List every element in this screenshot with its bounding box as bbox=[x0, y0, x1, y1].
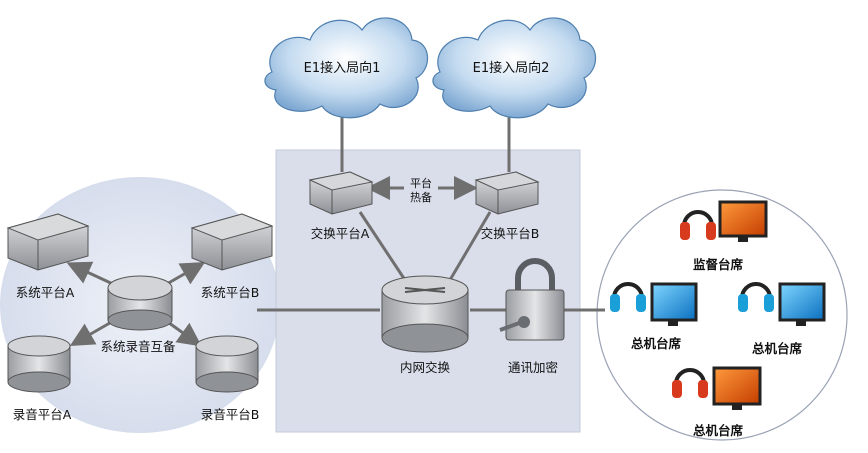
console-bottom-label: 总机台席 bbox=[693, 423, 744, 438]
record-b-label: 录音平台B bbox=[201, 407, 260, 422]
switch-platform-a-icon bbox=[308, 171, 374, 215]
cloud-label-2: E1接入局向2 bbox=[473, 60, 550, 76]
lock-icon bbox=[499, 258, 565, 341]
intranet-label: 内网交换 bbox=[400, 360, 451, 375]
recording-backup-label: 系统录音互备 bbox=[100, 339, 176, 354]
intranet-switch-icon bbox=[381, 275, 469, 353]
supervisor-label: 监督台席 bbox=[693, 257, 744, 272]
switch-platform-b-icon bbox=[474, 171, 540, 215]
platform-a-switch-icon bbox=[6, 213, 90, 271]
hotbackup-label-1: 平台 bbox=[410, 176, 432, 190]
connection-lines bbox=[257, 112, 605, 312]
record-a-label: 录音平台A bbox=[13, 407, 72, 422]
platform-b-switch-icon bbox=[190, 213, 274, 271]
console-left-label: 总机台席 bbox=[631, 336, 682, 351]
cloud-e1-2: E1接入局向2 bbox=[432, 17, 597, 119]
platform-b-label: 系统平台B bbox=[201, 285, 260, 300]
supervisor-station-icon bbox=[680, 200, 768, 242]
record-a-cylinder-icon bbox=[7, 335, 71, 393]
hotbackup-label-2: 热备 bbox=[410, 190, 432, 204]
switch-b-label: 交换平台B bbox=[481, 226, 540, 241]
console-bottom-station-icon bbox=[672, 366, 762, 410]
encryption-label: 通讯加密 bbox=[508, 360, 558, 375]
platform-a-label: 系统平台A bbox=[16, 285, 75, 300]
right-group-circle bbox=[596, 189, 848, 441]
cloud-label-1: E1接入局向1 bbox=[304, 60, 381, 76]
console-right-label: 总机台席 bbox=[752, 341, 803, 356]
recording-hub-icon bbox=[107, 275, 173, 331]
record-b-cylinder-icon bbox=[195, 335, 259, 393]
cloud-e1-1: E1接入局向1 bbox=[264, 17, 429, 119]
console-left-station-icon bbox=[610, 282, 698, 326]
console-right-station-icon bbox=[738, 282, 826, 326]
switch-a-label: 交换平台A bbox=[311, 226, 370, 241]
